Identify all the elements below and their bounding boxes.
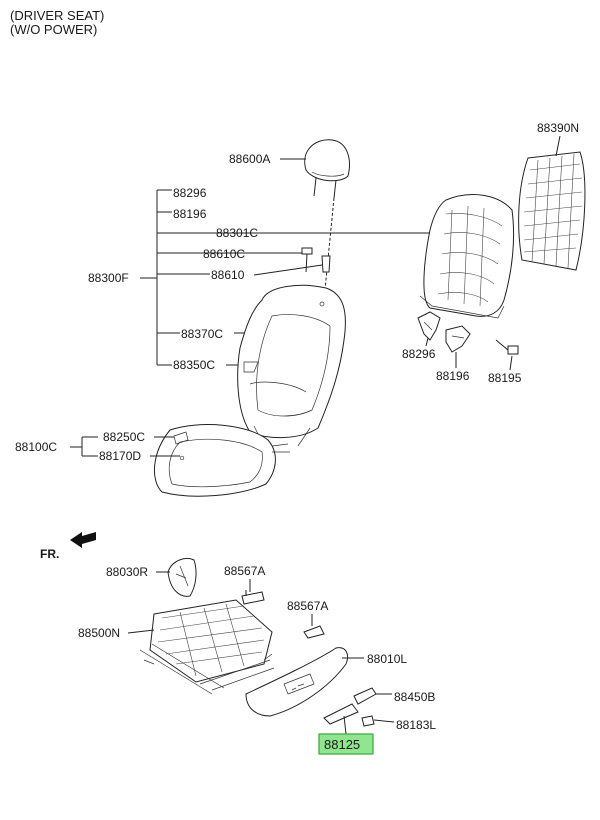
seat-back-support-panel[interactable]: [518, 151, 586, 271]
side-shield-88010L[interactable]: [245, 647, 349, 717]
label-88125[interactable]: 88125: [324, 737, 360, 752]
label-88610C[interactable]: 88610C: [203, 247, 245, 261]
headrest-guide-88610[interactable]: [321, 255, 331, 273]
label-88390N[interactable]: 88390N: [537, 121, 579, 135]
seat-cushion[interactable]: [153, 424, 290, 497]
seat-back-frame[interactable]: [419, 194, 515, 319]
bolt-88195[interactable]: [495, 339, 519, 355]
seat-track-frame[interactable]: [139, 599, 275, 695]
seat-back-cover[interactable]: [237, 284, 346, 447]
label-88567A-2[interactable]: 88567A: [287, 599, 328, 613]
label-88610[interactable]: 88610: [211, 268, 245, 282]
leader-88500N: [127, 629, 155, 634]
label-88296-top[interactable]: 88296: [173, 186, 207, 200]
label-88296-right[interactable]: 88296: [402, 347, 436, 361]
label-88100C[interactable]: 88100C: [15, 440, 57, 454]
front-marker: FR.: [40, 547, 59, 561]
label-88195[interactable]: 88195: [488, 371, 522, 385]
guide-line: [323, 197, 335, 301]
label-88196-right[interactable]: 88196: [436, 369, 470, 383]
label-88500N[interactable]: 88500N: [78, 626, 120, 640]
label-88450B[interactable]: 88450B: [394, 690, 435, 704]
lever-88450B[interactable]: [353, 687, 377, 705]
label-88567A-1[interactable]: 88567A: [224, 564, 265, 578]
label-88600A[interactable]: 88600A: [229, 152, 270, 166]
lever-handle-88125[interactable]: [323, 703, 359, 725]
knob-88183L[interactable]: [361, 715, 375, 727]
header-driver-seat: (DRIVER SEAT): [10, 8, 105, 23]
label-88183L[interactable]: 88183L: [396, 718, 436, 732]
clip-88567A-1[interactable]: [241, 590, 265, 605]
header-without-power: (W/O POWER): [10, 22, 98, 37]
label-88010L[interactable]: 88010L: [367, 652, 407, 666]
leader-88183L: [373, 719, 395, 723]
highlight-box-88125[interactable]: [318, 733, 374, 755]
label-88350C[interactable]: 88350C: [173, 358, 215, 372]
leader-88125: [343, 715, 347, 735]
headrest-drawing[interactable]: [304, 139, 350, 199]
leader-88610: [253, 264, 323, 276]
leader-88296-right: [425, 337, 429, 347]
front-arrow-icon: [70, 532, 96, 548]
label-88170D[interactable]: 88170D: [99, 449, 141, 463]
bolt-88610C[interactable]: [301, 247, 313, 273]
label-88370C[interactable]: 88370C: [181, 327, 223, 341]
bracket-88196-right[interactable]: [445, 325, 471, 353]
bracket-88100C: [70, 436, 98, 457]
clip-88567A-2[interactable]: [303, 625, 325, 639]
leader-88390N: [555, 135, 561, 157]
bracket-88296-right[interactable]: [417, 311, 441, 341]
label-88250C[interactable]: 88250C: [103, 430, 145, 444]
label-88300F[interactable]: 88300F: [88, 271, 129, 285]
leader-88195: [509, 355, 513, 371]
label-88196-top[interactable]: 88196: [173, 207, 207, 221]
label-88301C[interactable]: 88301C: [216, 226, 258, 240]
bracket-88300F: [140, 189, 430, 366]
label-88030R[interactable]: 88030R: [106, 565, 148, 579]
recliner-cover-88030R[interactable]: [167, 558, 197, 597]
